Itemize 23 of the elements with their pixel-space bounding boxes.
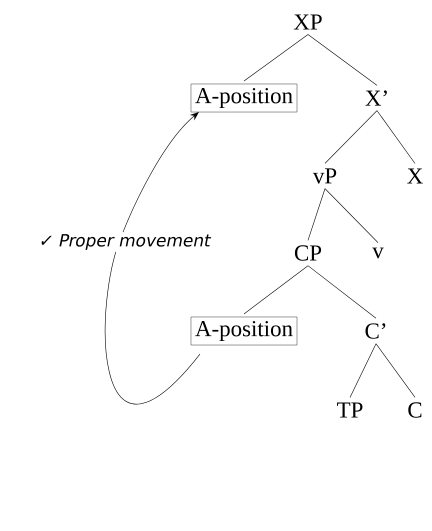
category-label: v [372,248,384,258]
tree-branch [350,343,376,398]
category-label: TP [337,402,362,418]
tree-branch [308,265,376,319]
category-label: X’ [365,90,387,106]
category-label: X [407,168,423,184]
edge-label: ✓ Proper movement [36,232,212,252]
position-box: A-position [190,316,298,346]
position-box: A-position [190,84,298,112]
category-label: C [408,402,422,418]
category-label: XP [294,14,322,30]
category-label: C’ [365,323,386,339]
tree-branch [308,188,326,241]
tree-branch [324,110,378,164]
tree-branch [244,34,308,82]
tree-branch [324,188,378,243]
tree-branch [376,110,416,164]
category-label: CP [294,245,322,261]
tree-branch [308,34,378,86]
movement-arrow [104,112,200,404]
tree-branch [376,343,416,398]
tree-branch [244,265,308,314]
category-label: vP [312,168,336,184]
